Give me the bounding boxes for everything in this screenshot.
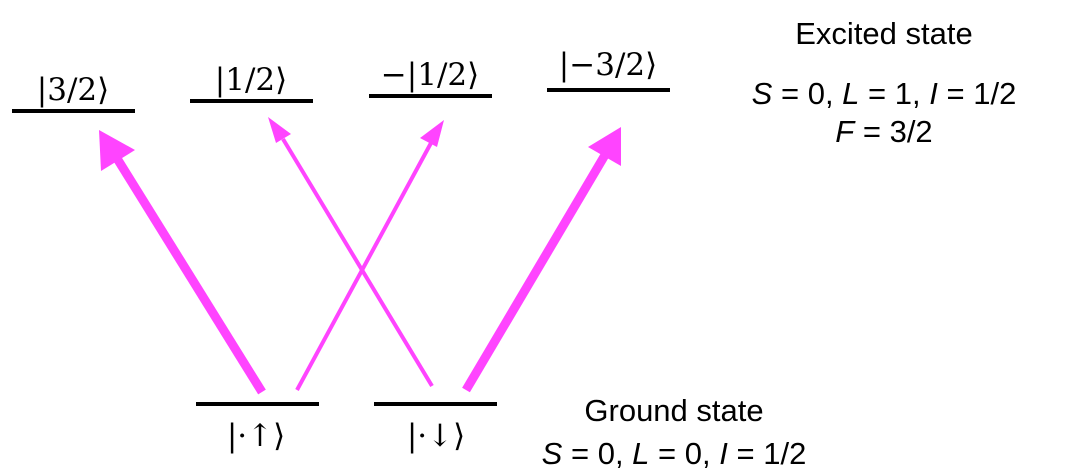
excited-level-label: −|1/2⟩ [381, 57, 479, 93]
excited-state-title: Excited state [795, 16, 972, 51]
excited-state-f: F = 3/2 [835, 114, 932, 149]
transition-arrow-up-to-minus-1-2 [295, 120, 444, 391]
ground-level-label: |·↑⟩ [227, 418, 285, 454]
excited-state-quantum-numbers: S = 0, L = 1, I = 1/2 [752, 76, 1017, 111]
ground-level-label: |·↓⟩ [407, 418, 465, 454]
ground-state-title: Ground state [584, 393, 763, 428]
excited-level-label: |3/2⟩ [37, 72, 109, 108]
transition-arrow-down-to-minus-3-2 [462, 127, 621, 393]
excited-level-label: |1/2⟩ [215, 62, 287, 98]
excited-level-label: |−3/2⟩ [559, 47, 657, 83]
transition-arrow-down-to-1-2 [268, 117, 434, 388]
ground-state-quantum-numbers: S = 0, L = 0, I = 1/2 [542, 436, 807, 471]
transition-arrow-up-to-3-2 [99, 130, 266, 395]
